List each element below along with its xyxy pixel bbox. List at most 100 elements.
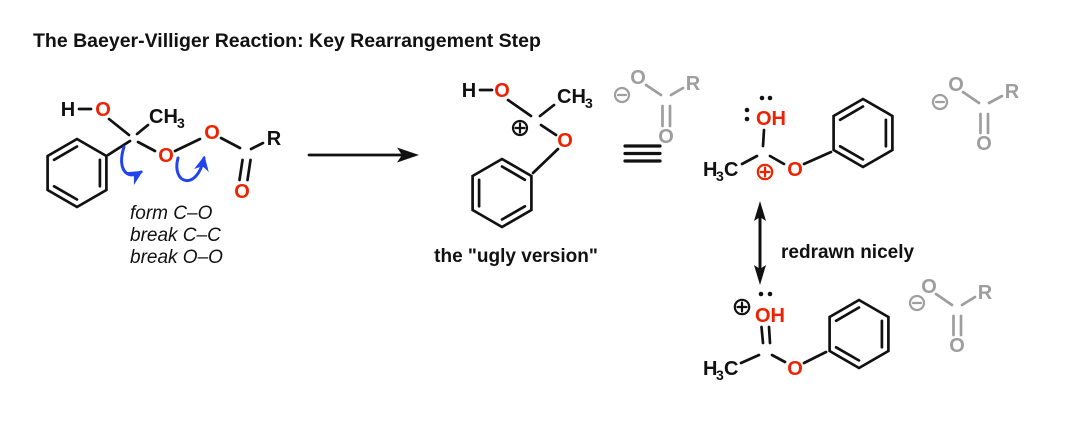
atom-label-ch: CH [149,106,178,128]
atom-label-sub3: 3 [585,95,593,111]
bond-o-ring [531,147,560,175]
bond-c-r [987,94,1004,105]
equivalence-sign-icon [623,144,662,163]
bond-ch3-c [740,154,759,166]
bond-oh-c [761,128,766,148]
redrawn-cation-bottom: OH H 3 C O [703,291,890,383]
ring-double-bond [500,165,527,182]
bond-ch3-c [739,353,761,365]
ugly-version-structure: H O CH 3 O the "ugly version" [434,80,598,267]
bond-c-r [960,295,977,307]
redrawn-caption: redrawn nicely [781,242,914,263]
atom-label-o: O [921,276,937,298]
bond-c-o [770,353,787,364]
minus-charge-icon [931,93,949,111]
bond-o-ring [802,150,833,166]
atom-label-o: O [948,74,964,96]
bond-o-c [506,98,533,118]
atom-label-r: R [978,282,993,304]
bond-o-c [961,90,981,105]
bond-o-o [173,137,202,153]
bond-c-ch3 [538,103,556,118]
atom-label-sub3: 3 [716,367,724,383]
atom-label-o: O [949,335,965,357]
redrawn-cation-top: OH H 3 C O [703,95,894,184]
atom-label-r: R [1005,81,1020,103]
atom-label-o: O [204,122,220,144]
benzene-ring [471,157,533,229]
atom-label-sub3: 3 [177,115,185,131]
lone-pair-dots [758,291,773,297]
mechanism-note-2: break C–C [130,225,221,246]
atom-label-h: H [462,80,476,102]
atom-label-o: O [658,126,674,148]
atom-label-h: H [703,159,717,181]
atom-label-o: O [630,67,646,89]
bond-o-c [644,83,663,97]
bond-c-r [249,141,265,151]
plus-charge-icon [733,298,751,316]
bond-c-ch3 [135,123,150,136]
reaction-arrow-head [397,147,419,163]
atom-label-o: O [95,99,111,121]
reaction-arrow-icon [307,147,419,163]
lone-pair-dots [744,95,773,122]
curved-arrow-icon [175,155,209,182]
ring-double-bond [52,184,79,201]
atom-label-o: O [234,181,250,203]
reactant-structure: H O CH 3 O O R O form C–O break C–C brea… [46,99,282,268]
bond-c-o1 [136,140,157,153]
bond-o-ring [802,350,828,365]
page-title: The Baeyer-Villiger Reaction: Key Rearra… [33,30,541,52]
atom-label-oh: OH [755,305,785,327]
atom-label-oh: OH [756,108,786,130]
mechanism-note-3: break O–O [130,247,223,268]
minus-charge-icon [908,294,926,312]
ring-double-bond [834,345,861,362]
bond-c-r [669,86,685,97]
double-bond-c-oh [760,325,765,345]
ring-double-bond [500,204,527,221]
plus-charge-icon [511,119,529,137]
atom-label-sub3: 3 [716,168,724,184]
carboxylate-anion-ghost: O O R [931,74,1020,155]
ring-double-bond [838,144,865,161]
atom-label-o: O [976,133,992,155]
ugly-version-caption: the "ugly version" [434,246,598,267]
benzene-ring [828,298,890,370]
atom-label-o: O [158,145,174,167]
double-bond-c-oh [767,325,772,345]
plus-charge-icon [756,163,774,181]
atom-label-r: R [267,128,282,150]
bond-o-c [934,292,954,307]
carboxylate-anion-ghost: O O R [908,276,993,357]
atom-label-h: H [61,99,75,121]
ring-double-bond [838,105,865,122]
double-bond-c-o [238,158,244,182]
mechanism-note-1: form C–O [130,203,213,224]
bond-o-cester [219,136,242,150]
minus-charge-icon [613,86,631,104]
double-bond-c-o [246,158,252,182]
ring-double-bond [52,145,79,162]
resonance-arrow-icon [754,201,766,285]
bond-o-c [107,117,131,137]
ring-double-bond [834,306,861,323]
atom-label-o: O [787,159,803,181]
bond-c-o [539,123,558,137]
atom-label-c: C [724,159,738,181]
bond-c-ring [106,139,132,157]
benzene-ring [46,137,108,209]
atom-label-h: H [703,358,717,380]
atom-label-c: C [724,358,738,380]
atom-label-ch: CH [557,86,586,108]
atom-label-o: O [787,358,803,380]
benzene-ring [832,97,894,169]
carboxylate-anion-ghost: O O R [613,67,701,148]
curved-arrow-icon [120,145,143,185]
atom-label-r: R [686,73,701,95]
bond-c-o [768,154,786,166]
atom-label-o: O [557,130,573,152]
